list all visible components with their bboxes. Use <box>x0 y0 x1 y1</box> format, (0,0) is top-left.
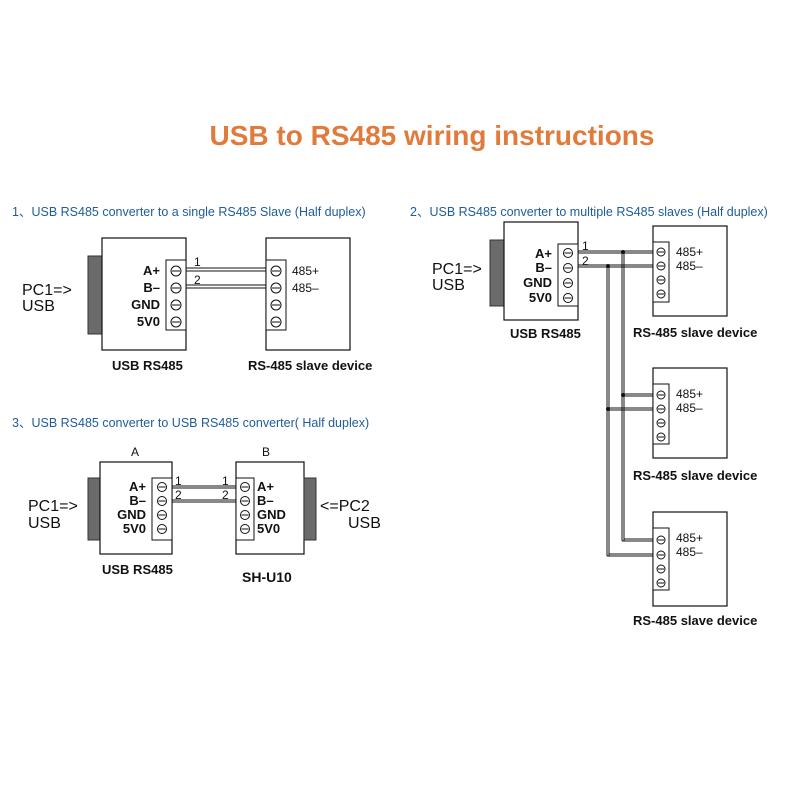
slave-terminal-block <box>265 259 287 331</box>
pin-485-minus: 485– <box>676 545 703 559</box>
pin-485-plus: 485+ <box>676 245 703 259</box>
terminal-screws-b <box>240 482 250 534</box>
pin-b-minus-b: B– <box>257 493 274 508</box>
pc2-label: <=PC2 <box>320 498 370 515</box>
pin-gnd: GND <box>523 275 552 290</box>
pc1-label: PC1=> <box>28 498 78 515</box>
wire-label-1b: 1 <box>222 474 229 488</box>
pin-b-minus: B– <box>143 280 160 295</box>
wire-label-2: 2 <box>582 254 589 268</box>
usb-label: USB <box>22 298 55 315</box>
usb-plug <box>489 239 505 307</box>
slave-terminal-block <box>652 241 670 303</box>
section-2-diagram: PC1=> USB A+ B– GND 5V0 USB RS485 1 2 <box>432 221 757 628</box>
wire-label-1: 1 <box>194 255 201 269</box>
sh-u10-caption: SH-U10 <box>242 569 292 585</box>
pin-gnd: GND <box>117 507 146 522</box>
pin-gnd: GND <box>131 297 160 312</box>
wire-label-1: 1 <box>582 239 589 253</box>
device-b-label: B <box>262 445 270 459</box>
terminal-screws <box>170 265 182 328</box>
pc1-label: PC1=> <box>22 282 72 299</box>
slave-terminal-screws <box>656 535 666 588</box>
terminal-screws <box>157 482 167 534</box>
pin-485-plus: 485+ <box>676 387 703 401</box>
wire-label-2: 2 <box>175 488 182 502</box>
usb-rs485-caption: USB RS485 <box>112 358 183 373</box>
pin-gnd-b: GND <box>257 507 286 522</box>
usb-rs485-caption: USB RS485 <box>102 562 173 577</box>
section-1-heading: 1、USB RS485 converter to a single RS485 … <box>12 205 366 219</box>
usb-label: USB <box>432 277 465 294</box>
section-1-diagram: PC1=> USB A+ B– GND 5V0 USB RS485 1 2 48… <box>22 237 372 373</box>
page-title: USB to RS485 wiring instructions <box>210 120 655 151</box>
terminal-screws <box>563 248 573 303</box>
slave-terminal-block <box>652 383 670 445</box>
slave-terminal-screws <box>656 247 666 299</box>
pin-b-minus: B– <box>129 493 146 508</box>
pc1-label: PC1=> <box>432 261 482 278</box>
pin-485-minus: 485– <box>676 401 703 415</box>
terminal-block <box>557 243 579 307</box>
slave-caption: RS-485 slave device <box>633 468 757 483</box>
usb-plug-b <box>303 477 317 541</box>
slave-terminal-screws <box>656 390 666 442</box>
pin-b-minus: B– <box>535 260 552 275</box>
usb-plug <box>87 255 103 335</box>
bus-wires <box>578 250 653 557</box>
terminal-block <box>165 259 187 331</box>
usb-rs485-caption: USB RS485 <box>510 326 581 341</box>
usb-plug-a <box>87 477 101 541</box>
pin-5v0: 5V0 <box>529 290 552 305</box>
slave-caption: RS-485 slave device <box>248 358 372 373</box>
pin-485-minus: 485– <box>292 281 319 295</box>
wire-label-1: 1 <box>175 474 182 488</box>
pin-485-plus: 485+ <box>292 264 319 278</box>
slave-caption: RS-485 slave device <box>633 613 757 628</box>
pin-a-plus: A+ <box>535 246 552 261</box>
section-3-heading: 3、USB RS485 converter to USB RS485 conve… <box>12 416 369 430</box>
section-3-diagram: A B PC1=> USB A+ B– GND 5V0 USB RS485 1 … <box>28 445 381 585</box>
slave-caption: RS-485 slave device <box>633 325 757 340</box>
pin-5v0: 5V0 <box>137 314 160 329</box>
device-a-label: A <box>131 445 139 459</box>
pin-5v0-b: 5V0 <box>257 521 280 536</box>
usb-label: USB <box>28 515 61 532</box>
pin-a-plus: A+ <box>143 263 160 278</box>
slave-terminal-screws <box>270 265 282 328</box>
wire-label-2b: 2 <box>222 488 229 502</box>
usb-label-pc2: USB <box>348 515 381 532</box>
terminal-block-b <box>235 477 255 541</box>
wire-label-2: 2 <box>194 273 201 287</box>
pin-5v0: 5V0 <box>123 521 146 536</box>
pin-485-plus: 485+ <box>676 531 703 545</box>
section-2-heading: 2、USB RS485 converter to multiple RS485 … <box>410 205 768 219</box>
pin-a-plus-b: A+ <box>257 479 274 494</box>
pin-a-plus: A+ <box>129 479 146 494</box>
terminal-block <box>151 477 173 541</box>
pin-485-minus: 485– <box>676 259 703 273</box>
